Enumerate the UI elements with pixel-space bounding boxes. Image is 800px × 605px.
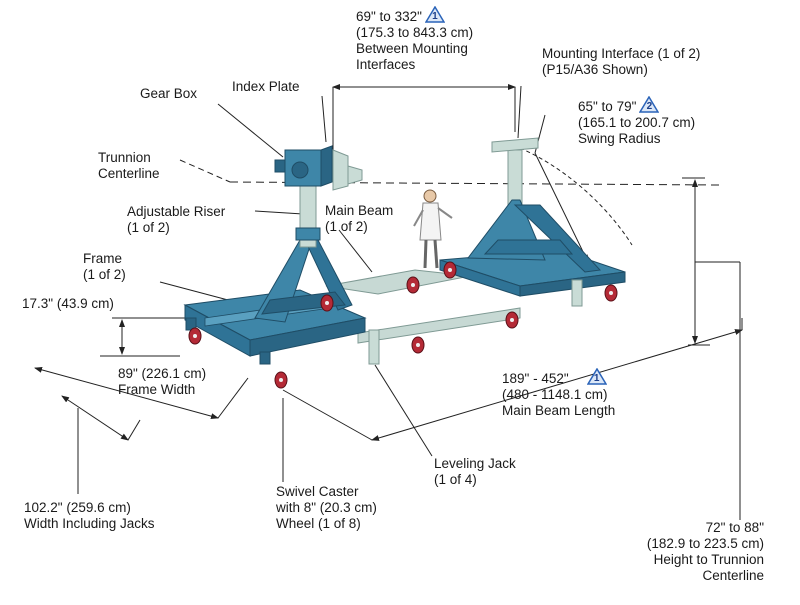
main-beam-length-range: 189" - 452" bbox=[502, 371, 569, 386]
note-1-badge: 1 bbox=[586, 368, 607, 385]
main-beam-length-label: 189" - 452" 1 (480 - 1148.1 cm) Main Beam… bbox=[502, 368, 615, 419]
adjustable-riser-label: Adjustable Riser (1 of 2) bbox=[127, 204, 225, 236]
caster-wheel bbox=[505, 311, 519, 329]
width-including-jacks-caption: Width Including Jacks bbox=[24, 516, 155, 531]
frame-title: Frame bbox=[83, 251, 123, 266]
main-beam-front bbox=[357, 307, 521, 344]
mounting-interface-note: (P15/A36 Shown) bbox=[542, 62, 648, 77]
mounting-interface-label: Mounting Interface (1 of 2) (P15/A36 Sho… bbox=[542, 46, 700, 78]
between-interfaces-metric: (175.3 to 843.3 cm) bbox=[356, 25, 474, 40]
between-interfaces-caption: Between Mounting bbox=[356, 41, 468, 56]
trunnion-height-caption: Height to Trunnion bbox=[653, 552, 764, 567]
swivel-caster-title: Swivel Caster bbox=[276, 484, 359, 499]
index-plate-label: Index Plate bbox=[232, 79, 300, 94]
width-including-jacks-label: 102.2" (259.6 cm) Width Including Jacks bbox=[24, 500, 155, 532]
caster-wheels bbox=[188, 261, 618, 389]
frame-label: Frame (1 of 2) bbox=[83, 251, 126, 283]
swing-radius-metric: (165.1 to 200.7 cm) bbox=[578, 115, 696, 130]
caster-wheel bbox=[604, 284, 618, 302]
main-beam-length-metric: (480 - 1148.1 cm) bbox=[502, 387, 608, 402]
trunnion-centerline-line2: Centerline bbox=[98, 166, 160, 181]
caster-wheel bbox=[411, 336, 425, 354]
gear-box bbox=[274, 145, 333, 187]
trunnion-height-metric: (182.9 to 223.5 cm) bbox=[646, 536, 764, 551]
frame-right bbox=[439, 137, 626, 297]
trunnion-height-caption-2: Centerline bbox=[702, 568, 764, 583]
swing-radius-caption: Swing Radius bbox=[578, 131, 661, 146]
swing-radius-label: 65" to 79"2 (165.1 to 200.7 cm) Swing Ra… bbox=[578, 96, 695, 147]
width-including-jacks-value: 102.2" (259.6 cm) bbox=[24, 500, 131, 515]
frame-count: (1 of 2) bbox=[83, 267, 126, 282]
frame-left bbox=[183, 184, 367, 357]
leveling-jack-title: Leveling Jack bbox=[434, 456, 516, 471]
between-interfaces-label: 69" to 332"1 (175.3 to 843.3 cm) Between… bbox=[356, 6, 473, 73]
trunnion-height-range: 72" to 88" bbox=[705, 520, 764, 535]
main-beam-title: Main Beam bbox=[325, 203, 394, 218]
trunnion-height-label: 72" to 88" (182.9 to 223.5 cm) Height to… bbox=[647, 520, 764, 584]
leveling-jack-count: (1 of 4) bbox=[434, 472, 477, 487]
frame-width-caption: Frame Width bbox=[118, 382, 196, 397]
leveling-jack-label: Leveling Jack (1 of 4) bbox=[434, 456, 516, 488]
frame-width-value: 89" (226.1 cm) bbox=[118, 366, 207, 381]
swivel-caster-size: with 8" (20.3 cm) bbox=[276, 500, 377, 515]
note-1-badge: 1 bbox=[424, 6, 445, 23]
caster-wheel bbox=[443, 261, 457, 279]
note-2-badge: 2 bbox=[639, 96, 660, 113]
frame-width-label: 89" (226.1 cm) Frame Width bbox=[118, 366, 206, 398]
caster-wheel bbox=[406, 276, 420, 294]
trunnion-centerline-label: Trunnion Centerline bbox=[98, 150, 160, 182]
operator-figure bbox=[413, 189, 453, 269]
swivel-caster-label: Swivel Caster with 8" (20.3 cm) Wheel (1… bbox=[276, 484, 377, 532]
caster-wheel bbox=[188, 327, 202, 345]
gear-box-label: Gear Box bbox=[140, 86, 198, 101]
caster-wheel bbox=[274, 371, 288, 389]
swivel-caster-count: Wheel (1 of 8) bbox=[276, 516, 361, 531]
swing-radius-range: 65" to 79" bbox=[578, 99, 637, 114]
adjustable-riser-count: (1 of 2) bbox=[127, 220, 170, 235]
main-beam-count: (1 of 2) bbox=[325, 219, 368, 234]
between-interfaces-range: 69" to 332" bbox=[356, 9, 422, 24]
riser-height-label: 17.3" (43.9 cm) bbox=[22, 296, 114, 311]
main-beam-label: Main Beam (1 of 2) bbox=[325, 203, 393, 235]
mounting-interface-title: Mounting Interface (1 of 2) bbox=[542, 46, 701, 61]
between-interfaces-caption-2: Interfaces bbox=[356, 57, 416, 72]
trunnion-centerline-line1: Trunnion bbox=[98, 150, 151, 165]
index-plate bbox=[332, 149, 363, 191]
adjustable-riser-title: Adjustable Riser bbox=[127, 204, 226, 219]
caster-wheel bbox=[320, 294, 334, 312]
main-beam-length-caption: Main Beam Length bbox=[502, 403, 616, 418]
